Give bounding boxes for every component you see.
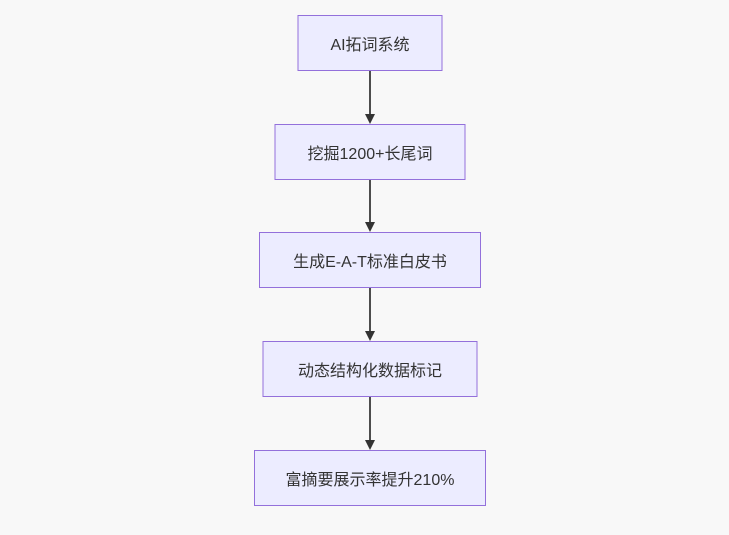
node-label: 挖掘1200+长尾词 xyxy=(307,146,433,163)
arrow-line xyxy=(369,180,371,222)
flow-arrow-4 xyxy=(365,397,375,450)
arrowhead-down-icon xyxy=(365,331,375,341)
node-label: 生成E-A-T标准白皮书 xyxy=(293,254,447,271)
arrow-line xyxy=(369,71,371,114)
node-label: AI拓词系统 xyxy=(330,37,410,54)
flow-arrow-2 xyxy=(365,180,375,232)
arrow-line xyxy=(369,397,371,440)
flowchart-node-eat-whitepaper: 生成E-A-T标准白皮书 xyxy=(259,232,481,288)
flow-arrow-1 xyxy=(365,71,375,124)
arrow-line xyxy=(369,288,371,331)
flowchart-node-longtail-mining: 挖掘1200+长尾词 xyxy=(274,124,466,180)
arrowhead-down-icon xyxy=(365,114,375,124)
arrowhead-down-icon xyxy=(365,440,375,450)
arrowhead-down-icon xyxy=(365,222,375,232)
node-label: 动态结构化数据标记 xyxy=(297,363,442,380)
node-label: 富摘要展示率提升210% xyxy=(285,472,455,489)
flow-arrow-3 xyxy=(365,288,375,341)
flowchart-node-structured-data-markup: 动态结构化数据标记 xyxy=(262,341,478,397)
flowchart-node-ai-word-expansion: AI拓词系统 xyxy=(297,15,443,71)
flowchart-node-rich-snippet-result: 富摘要展示率提升210% xyxy=(254,450,486,506)
